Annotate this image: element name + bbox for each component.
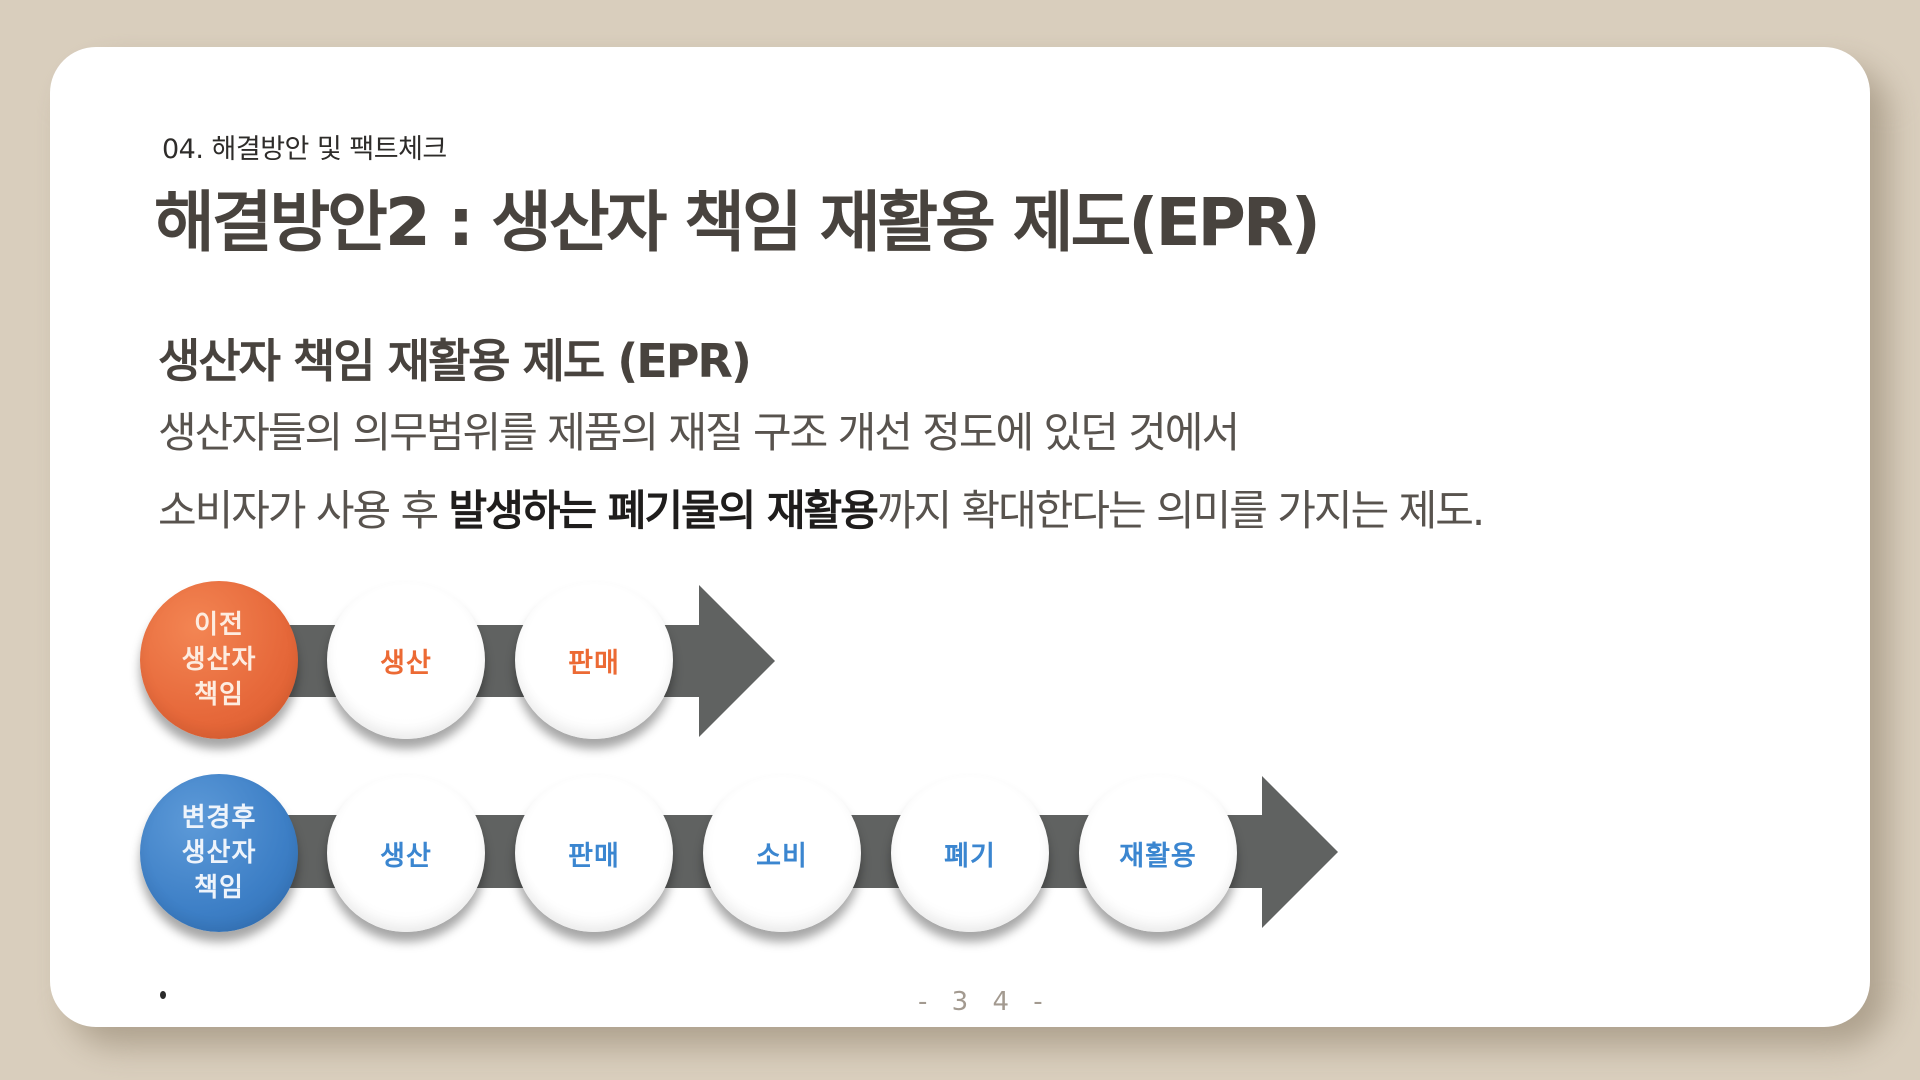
after-step-label: 폐기 <box>944 840 996 872</box>
before-lead-node: 이전 생산자 책임 <box>140 581 298 739</box>
body-line-2-prefix: 소비자가 사용 후 <box>158 486 449 535</box>
body-line-2: 소비자가 사용 후 발생하는 폐기물의 재활용까지 확대한다는 의미를 가지는 … <box>158 477 1485 538</box>
section-label: 04. 해결방안 및 팩트체크 <box>162 134 447 165</box>
sub-heading: 생산자 책임 재활용 제도 (EPR) <box>158 334 752 388</box>
page-number: - 3 4 - <box>918 987 1051 1017</box>
after-lead-line-2: 생산자 <box>181 837 257 868</box>
after-step-disposal: 폐기 <box>891 774 1049 932</box>
before-step-label: 생산 <box>380 647 432 679</box>
after-step-production: 생산 <box>327 774 485 932</box>
bullet-dot <box>160 991 166 999</box>
after-lead-node: 변경후 생산자 책임 <box>140 774 298 932</box>
after-lead-line-3: 책임 <box>194 872 244 903</box>
after-step-recycling: 재활용 <box>1079 774 1237 932</box>
before-lead-line-2: 생산자 <box>181 644 257 675</box>
after-arrow-head-icon <box>1262 776 1338 928</box>
after-step-consumption: 소비 <box>703 774 861 932</box>
before-step-sales: 판매 <box>515 581 673 739</box>
body-line-1: 생산자들의 의무범위를 제품의 재질 구조 개선 정도에 있던 것에서 <box>158 408 1240 457</box>
slide-title: 해결방안2 : 생산자 책임 재활용 제도(EPR) <box>154 184 1321 261</box>
before-lead-line-3: 책임 <box>194 679 244 710</box>
body-line-2-emphasis: 발생하는 폐기물의 재활용 <box>448 486 879 535</box>
epr-flow-diagram: 이전 생산자 책임 생산 판매 변경후 생산자 책임 생산 판매 소비 폐기 재… <box>50 47 1870 1027</box>
before-step-production: 생산 <box>327 581 485 739</box>
body-line-2-suffix: 까지 확대한다는 의미를 가지는 제도. <box>876 486 1485 535</box>
after-step-label: 생산 <box>380 840 432 872</box>
before-lead-line-1: 이전 <box>194 609 244 640</box>
after-step-label: 소비 <box>756 840 808 872</box>
after-step-sales: 판매 <box>515 774 673 932</box>
after-step-label: 판매 <box>568 840 620 872</box>
slide-card: 04. 해결방안 및 팩트체크 해결방안2 : 생산자 책임 재활용 제도(EP… <box>50 47 1870 1027</box>
before-arrow-head-icon <box>699 585 775 737</box>
before-step-label: 판매 <box>568 647 620 679</box>
after-lead-line-1: 변경후 <box>181 802 257 833</box>
after-step-label: 재활용 <box>1119 840 1197 872</box>
